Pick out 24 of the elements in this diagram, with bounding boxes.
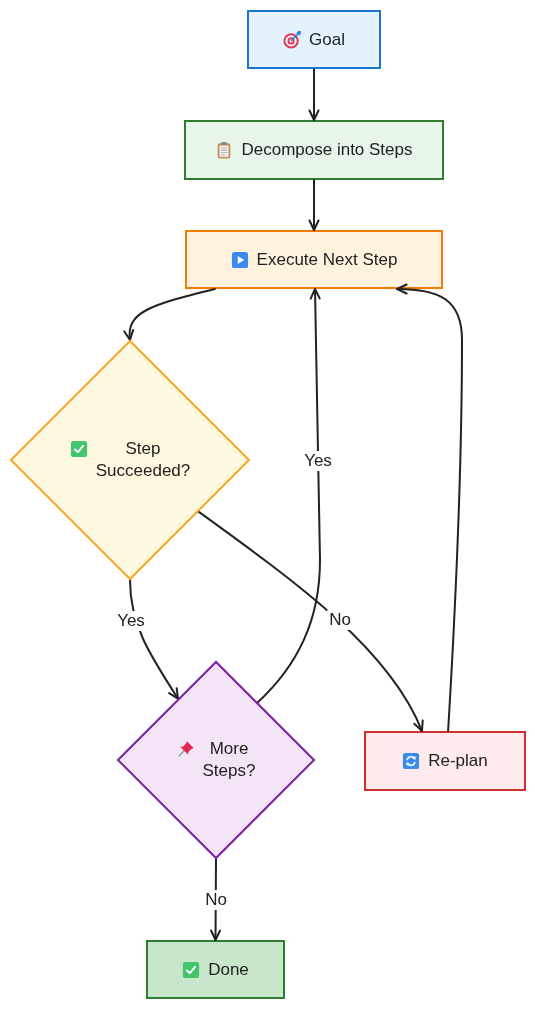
arrow: [396, 283, 463, 732]
process-box: [247, 10, 381, 69]
decision-diamond: [117, 661, 315, 859]
edge-label: Yes: [115, 611, 147, 631]
node-label: Done: [208, 958, 249, 981]
node-label: More Steps?: [202, 738, 256, 782]
arrow: [256, 288, 321, 704]
arrow: [308, 179, 320, 231]
node-label: Re-plan: [428, 750, 488, 772]
node-label: Decompose into Steps: [241, 139, 413, 161]
arrow: [197, 510, 424, 732]
node-label: Goal: [309, 28, 345, 51]
arrow: [308, 68, 320, 121]
arrow: [123, 288, 216, 341]
process-box: [184, 120, 444, 180]
decision-diamond: [10, 340, 250, 580]
edge-label: No: [327, 610, 353, 630]
process-box: [146, 940, 285, 999]
process-box: [185, 230, 443, 289]
edge-label: Yes: [302, 451, 334, 471]
process-box: [364, 731, 526, 791]
node-label: Step Succeeded?: [95, 438, 191, 482]
node-label: Execute Next Step: [256, 248, 398, 271]
edge-label: No: [203, 890, 229, 910]
